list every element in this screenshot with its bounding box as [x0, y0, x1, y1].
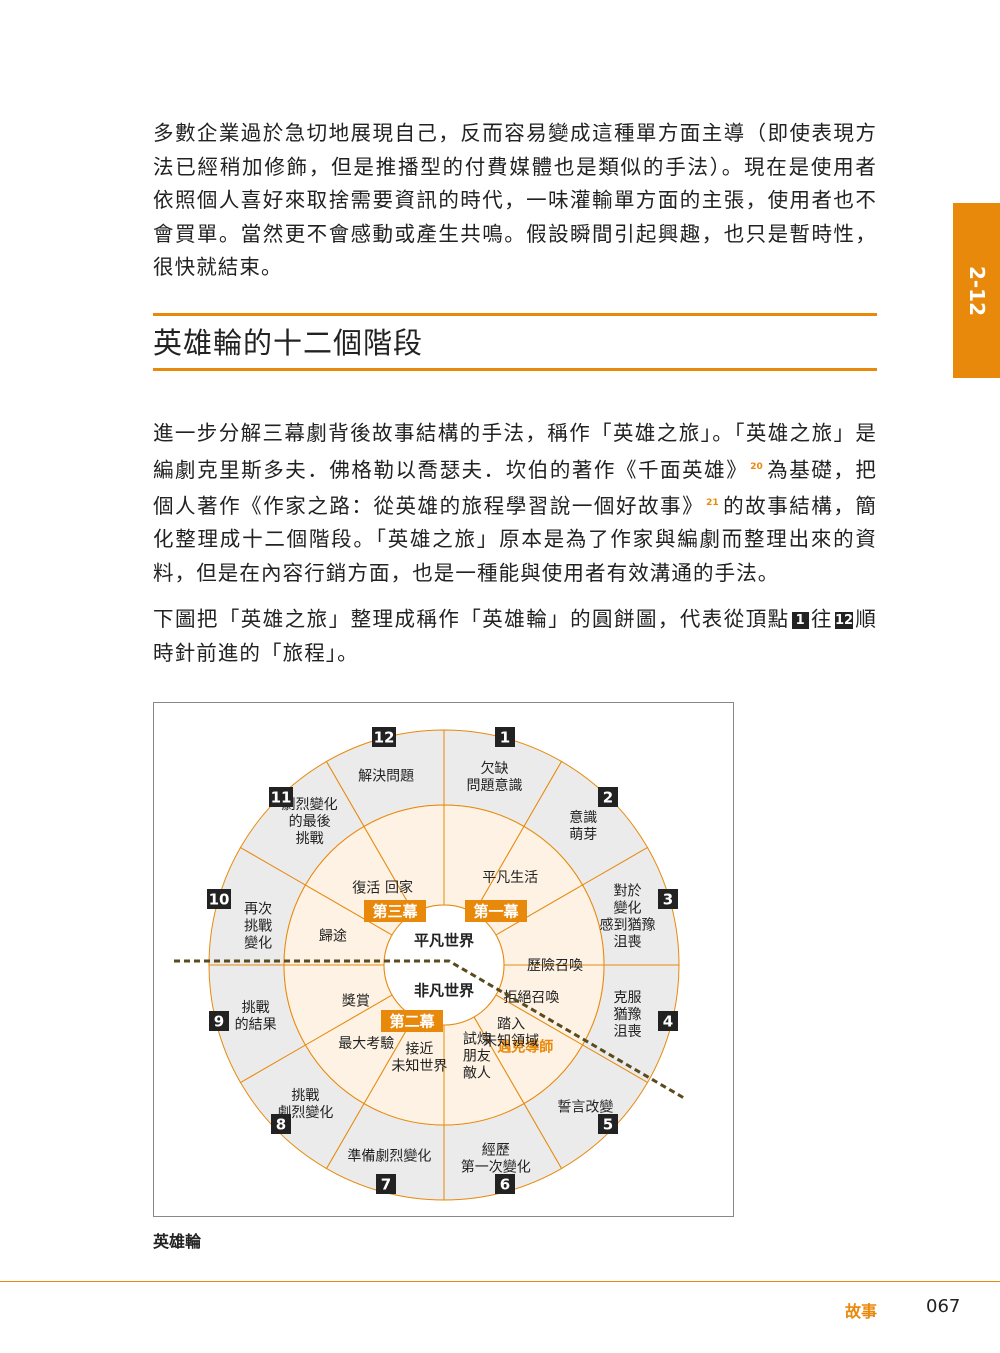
world-boundary-dashed-line	[174, 959, 685, 1100]
section-title: 英雄輪的十二個階段	[153, 326, 424, 360]
step-badge-inline: 1	[791, 612, 809, 629]
figure-caption: 英雄輪	[153, 1232, 202, 1251]
inner-stage-label: 歸途	[319, 927, 347, 944]
center-label-ordinary-world: 平凡世界	[414, 931, 474, 949]
inner-stage-label: 遇見導師	[497, 1038, 553, 1055]
inner-stage-label: 回家	[385, 879, 413, 896]
step-number-badge	[376, 1174, 396, 1194]
section-rule-bottom	[153, 368, 877, 371]
intro-paragraph: 多數企業過於急切地展現自己，反而容易變成這種單方面主導（即使表現方法已經稍加修飾…	[153, 121, 877, 279]
step-number-badge	[598, 787, 618, 807]
step-number-badge	[269, 787, 293, 807]
outer-stage-label: 誓言改變	[557, 1099, 613, 1115]
step-number-label: 11	[271, 788, 292, 806]
footnote-ref-20[interactable]: 20	[750, 461, 763, 472]
step-number-label: 8	[276, 1115, 286, 1133]
hero-journey-paragraph: 進一步分解三幕劇背後故事結構的手法，稱作「英雄之旅」。「英雄之旅」是編劇克里斯多…	[153, 417, 877, 590]
act-badge	[381, 1010, 443, 1032]
outer-stage-label: 對於變化感到猶豫沮喪	[600, 883, 656, 950]
step-number-badge	[495, 1174, 515, 1194]
outer-stage-label: 劇烈變化的最後挑戰	[282, 797, 338, 847]
step-number-badge	[271, 1114, 291, 1134]
step-number-label: 9	[214, 1012, 224, 1030]
hero-wheel-figure: 平凡生活歷險召喚拒絕召喚遇見導師踏入未知領域試煉朋友敵人接近未知世界最大考驗 獎賞…	[153, 702, 734, 1217]
outer-stage-label: 克服猶豫沮喪	[614, 990, 642, 1040]
outer-stage-label: 欠缺問題意識	[466, 761, 522, 794]
page-number: 067	[926, 1296, 961, 1317]
inner-stage-label: 復活	[352, 879, 380, 896]
inner-stage-label: 平凡生活	[482, 870, 538, 886]
inner-stage-label: 試煉朋友敵人	[463, 1031, 491, 1081]
paragraph-text: 往	[810, 607, 833, 631]
chapter-side-tab-label: 2-12	[964, 265, 989, 316]
act-badge	[364, 900, 426, 922]
footer-rule	[0, 1281, 1000, 1282]
step-number-label: 5	[603, 1115, 613, 1133]
footer-chapter: 故事	[845, 1302, 878, 1321]
section-rule-top	[153, 313, 877, 316]
act-badge-label: 第二幕	[389, 1012, 435, 1030]
inner-stage-label: 踏入未知領域	[483, 1017, 539, 1050]
step-number-badge	[658, 1011, 678, 1031]
step-number-badge	[372, 727, 396, 747]
inner-stage-label: 拒絕召喚	[503, 990, 559, 1006]
outer-stage-label: 再次挑戰變化	[244, 902, 272, 952]
inner-stage-label: 歷險召喚	[527, 958, 583, 974]
step-number-badge	[598, 1114, 618, 1134]
inner-stage-label: 獎賞	[342, 994, 370, 1010]
outer-stage-label: 意識萌芽	[569, 809, 597, 843]
step-number-label: 4	[663, 1012, 673, 1030]
step-number-badge	[207, 889, 231, 909]
step-badge-inline: 12	[834, 612, 854, 629]
paragraph-text: 順時針前進的「旅程」。	[153, 607, 877, 665]
step-number-badge	[495, 727, 515, 747]
outer-stage-label: 解決問題	[358, 769, 414, 785]
outer-stage-label: 準備劇烈變化	[347, 1148, 431, 1164]
act-badge	[465, 900, 527, 922]
chapter-side-tab: 2-12	[953, 203, 1000, 378]
inner-stage-label: 接近未知世界	[391, 1040, 447, 1074]
step-number-label: 3	[663, 890, 673, 908]
outer-stage-label: 經歷第一次變化	[461, 1143, 531, 1176]
paragraph-text: 的故事結構，簡化整理成十二個階段。「英雄之旅」原本是為了作家與編劇而整理出來的資…	[153, 493, 878, 585]
outer-stage-label: 挑戰劇烈變化	[277, 1088, 333, 1121]
step-number-label: 7	[381, 1175, 391, 1193]
center-circle	[383, 904, 505, 1026]
paragraph-text: 進一步分解三幕劇背後故事結構的手法，稱作「英雄之旅」。「英雄之旅」是編劇克里斯多…	[153, 421, 877, 482]
act-badge-label: 第三幕	[372, 902, 418, 920]
inner-stage-label: 最大考驗	[338, 1036, 394, 1052]
paragraph-text: 下圖把「英雄之旅」整理成稱作「英雄輪」的圓餅圖，代表從頂點	[153, 607, 790, 631]
step-number-label: 1	[500, 728, 510, 746]
center-label-special-world: 非凡世界	[414, 981, 474, 999]
step-number-label: 10	[209, 890, 230, 908]
paragraph-text: 為基礎，把個人著作《作家之路：從英雄的旅程學習說一個好故事》	[153, 457, 878, 518]
footnote-ref-21[interactable]: 21	[706, 497, 719, 508]
outer-stage-label: 挑戰的結果	[235, 1000, 277, 1033]
step-number-label: 2	[603, 788, 613, 806]
act-badge-label: 第一幕	[473, 902, 519, 920]
step-number-badge	[658, 889, 678, 909]
step-number-badge	[209, 1011, 229, 1031]
step-number-label: 6	[500, 1175, 510, 1193]
step-number-label: 12	[374, 728, 395, 746]
